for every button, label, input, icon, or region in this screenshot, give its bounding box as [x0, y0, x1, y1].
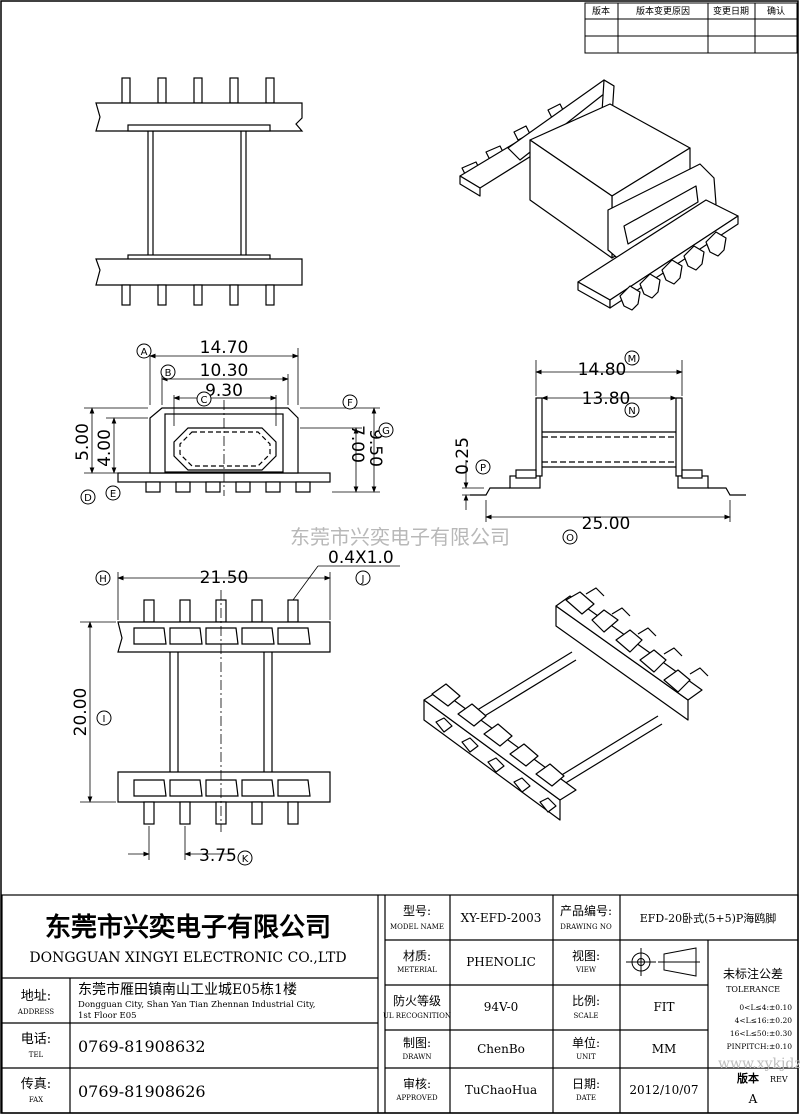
unit-label: 单位: — [572, 1035, 600, 1050]
ul-label-en: UL RECOGNITION — [383, 1012, 451, 1020]
unit-label-en: UNIT — [576, 1053, 596, 1061]
watermark-url: www.xykjdz.com — [718, 1056, 800, 1072]
top-view: 21.50 0.4X1.0 20.00 3.75 H J I K — [71, 548, 400, 866]
company-name-cn: 东莞市兴奕电子有限公司 — [45, 912, 331, 943]
tolerance-2: 4<L≤16:±0.20 — [735, 1016, 793, 1025]
address-label: 地址: — [21, 989, 51, 1004]
dim-o-value: 25.00 — [582, 514, 631, 534]
revision-table: 版本 版本变更原因 变更日期 确认 — [584, 2, 798, 54]
address-label-en: ADDRESS — [17, 1008, 54, 1016]
callout-n: N — [628, 406, 635, 417]
drawing-no-label: 产品编号: — [560, 903, 612, 918]
callout-e: E — [110, 489, 116, 500]
view-label: 视图: — [572, 948, 600, 963]
address-en-2: 1st Floor E05 — [78, 1011, 137, 1021]
side-view: 14.80 13.80 0.25 25.00 M N P O — [453, 350, 746, 545]
rev-header-date: 变更日期 — [713, 5, 749, 17]
scale-label: 比例: — [572, 994, 600, 1008]
callout-h: H — [99, 574, 107, 585]
material-label-en: METERIAL — [397, 966, 437, 974]
front-view — [95, 77, 304, 306]
projection-symbol-icon — [626, 947, 700, 977]
fax-label-en: FAX — [29, 1096, 43, 1104]
fax-label: 传真: — [21, 1077, 51, 1092]
callout-k: K — [242, 854, 249, 865]
callout-b: B — [165, 368, 172, 379]
model-label: 型号: — [403, 904, 431, 918]
material-value: PHENOLIC — [466, 955, 536, 969]
callout-f: F — [347, 398, 353, 409]
title-block: 东莞市兴奕电子有限公司 DONGGUAN XINGYI ELECTRONIC C… — [1, 894, 800, 1114]
isometric-view-top — [459, 79, 739, 311]
date-label-en: DATE — [576, 1094, 596, 1102]
model-value: XY-EFD-2003 — [461, 911, 542, 925]
callout-c: C — [201, 395, 208, 406]
callout-p: P — [480, 463, 486, 474]
company-name-en: DONGGUAN XINGYI ELECTRONIC CO.,LTD — [29, 950, 346, 966]
dim-d-value: 5.00 — [73, 423, 93, 461]
model-label-en: MODEL NAME — [390, 923, 444, 931]
address-en-1: Dongguan City, Shan Yan Tian Zhennan Ind… — [78, 1000, 316, 1010]
end-view: 14.70 10.30 9.30 5.00 4.00 7.00 9.50 A B… — [73, 338, 394, 505]
drawing-no-label-en: DRAWING NO — [560, 923, 612, 931]
callout-i: I — [103, 714, 106, 725]
approved-value: TuChaoHua — [465, 1083, 537, 1097]
dim-b-value: 10.30 — [200, 361, 249, 381]
dim-e-value: 4.00 — [95, 429, 115, 467]
fax-value: 0769-81908626 — [78, 1082, 206, 1101]
rev-label: 版本 — [737, 1071, 759, 1085]
drawn-label-en: DRAWN — [403, 1053, 432, 1061]
callout-m: M — [628, 354, 637, 365]
drawing-no-value: EFD-20卧式(5+5)P海鸥脚 — [640, 911, 777, 925]
tolerance-1: 0<L≤4:±0.10 — [739, 1003, 792, 1012]
scale-value: FIT — [653, 1000, 674, 1014]
tolerance-title-en: TOLERANCE — [726, 985, 780, 994]
drawn-label: 制图: — [403, 1036, 431, 1050]
date-label: 日期: — [572, 1077, 600, 1091]
isometric-view-bottom — [423, 587, 709, 821]
dim-k-value: 3.75 — [199, 846, 237, 866]
rev-header-version: 版本 — [592, 5, 610, 17]
callout-g: G — [382, 426, 390, 437]
approved-label-en: APPROVED — [395, 1094, 438, 1102]
tolerance-title: 未标注公差 — [723, 966, 783, 981]
tolerance-3: 16<L≤50:±0.30 — [730, 1029, 792, 1038]
callout-j: J — [361, 574, 365, 585]
dim-m-value: 14.80 — [578, 360, 627, 380]
dim-f-value: 7.00 — [347, 425, 367, 463]
ul-label: 防火等级 — [393, 993, 441, 1008]
dim-c-value: 9.30 — [205, 381, 243, 401]
callout-a: A — [141, 347, 148, 358]
dim-a-value: 14.70 — [200, 338, 249, 358]
watermark-text: 东莞市兴奕电子有限公司 — [290, 525, 510, 549]
dim-j-value: 0.4X1.0 — [328, 548, 394, 568]
rev-value: A — [748, 1092, 758, 1106]
address-cn: 东莞市雁田镇南山工业城E05栋1楼 — [78, 981, 297, 998]
dim-p-value: 0.25 — [453, 437, 473, 475]
dim-h-value: 21.50 — [200, 568, 249, 588]
dim-n-value: 13.80 — [582, 389, 631, 409]
tel-label-en: TEL — [29, 1051, 44, 1059]
date-value: 2012/10/07 — [629, 1083, 698, 1097]
ul-value: 94V-0 — [484, 1000, 519, 1014]
dim-i-value: 20.00 — [71, 688, 91, 737]
dim-g-value: 9.50 — [365, 429, 385, 467]
drawn-value: ChenBo — [477, 1042, 525, 1056]
callout-d: D — [84, 493, 92, 504]
tel-value: 0769-81908632 — [78, 1037, 206, 1056]
view-label-en: VIEW — [575, 966, 597, 974]
rev-label-en: REV — [770, 1075, 788, 1084]
material-label: 材质: — [403, 949, 431, 963]
approved-label: 审核: — [403, 1076, 431, 1091]
rev-header-confirm: 确认 — [767, 5, 785, 17]
rev-header-reason: 版本变更原因 — [636, 5, 690, 17]
callout-o: O — [566, 533, 574, 544]
tolerance-4: PINPITCH:±0.10 — [727, 1042, 793, 1051]
unit-value: MM — [652, 1042, 677, 1056]
scale-label-en: SCALE — [574, 1012, 599, 1020]
tel-label: 电话: — [21, 1032, 51, 1047]
